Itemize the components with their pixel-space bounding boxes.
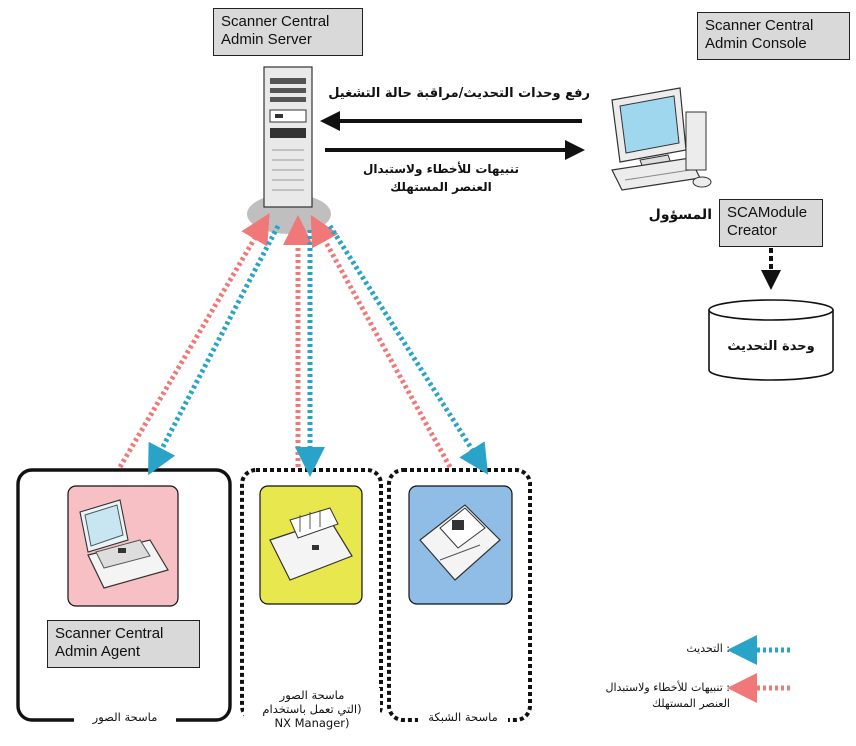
nx-scanner-label: ماسحة الصور (التي تعمل باستخدام NX Manag…	[244, 688, 380, 730]
agent-label-line2: Admin Agent	[55, 643, 141, 660]
network-scanner-icon	[419, 504, 501, 581]
server-label-box: Scanner Central Admin Server	[213, 8, 363, 56]
notify-arrow-network-scanner	[310, 214, 453, 469]
update-arrow-image-scanner	[148, 224, 281, 476]
agent-label-line1: Scanner Central	[55, 625, 164, 642]
legend-update-label: : التحديث	[686, 642, 730, 655]
update-module-label: وحدة التحديث	[727, 339, 815, 354]
server-label-line2: Admin Server	[221, 31, 312, 48]
administrator-label: المسؤول	[648, 207, 712, 223]
update-arrow-network-scanner	[327, 224, 489, 475]
image-scanner-label: ماسحة الصور	[74, 710, 176, 724]
legend-notify-line2: العنصر المستهلك	[651, 697, 730, 710]
module-creator-line1: SCAModule	[727, 204, 808, 221]
module-creator-box: SCAModule Creator	[719, 199, 823, 247]
nx-scanner-label-line2: (التي تعمل باستخدام	[262, 702, 362, 716]
nx-scanner-label-line3: NX Manager)	[274, 716, 350, 730]
console-label-box: Scanner Central Admin Console	[697, 12, 850, 60]
image-scanner-icon	[79, 499, 169, 589]
update-module-cylinder-icon	[708, 299, 834, 381]
notify-label-line1: تنبيهات للأخطاء ولاستبدال	[362, 162, 520, 176]
network-scanner-label: ماسحة الشبكة	[418, 710, 508, 724]
upload-label: رفع وحدات التحديث/مراقبة حالة التشغيل	[328, 86, 590, 101]
nx-scanner-label-line1: ماسحة الصور	[279, 688, 345, 702]
console-computer-icon	[611, 87, 712, 191]
legend-notify-line1: : تنبيهات للأخطاء ولاستبدال	[605, 681, 730, 694]
console-label-line2: Admin Console	[705, 35, 807, 52]
legend-notify-label: : تنبيهات للأخطاء ولاستبدال العنصر المست…	[560, 680, 730, 712]
agent-label-box: Scanner Central Admin Agent	[47, 620, 200, 668]
notify-arrow-image-scanner	[117, 213, 270, 469]
module-creator-line2: Creator	[727, 222, 778, 239]
notify-label: تنبيهات للأخطاء ولاستبدال العنصر المستهل…	[320, 160, 562, 196]
nx-scanner-icon	[269, 507, 353, 581]
notify-label-line2: العنصر المستهلك	[390, 180, 492, 194]
server-label-line1: Scanner Central	[221, 13, 330, 30]
console-label-line1: Scanner Central	[705, 17, 814, 34]
